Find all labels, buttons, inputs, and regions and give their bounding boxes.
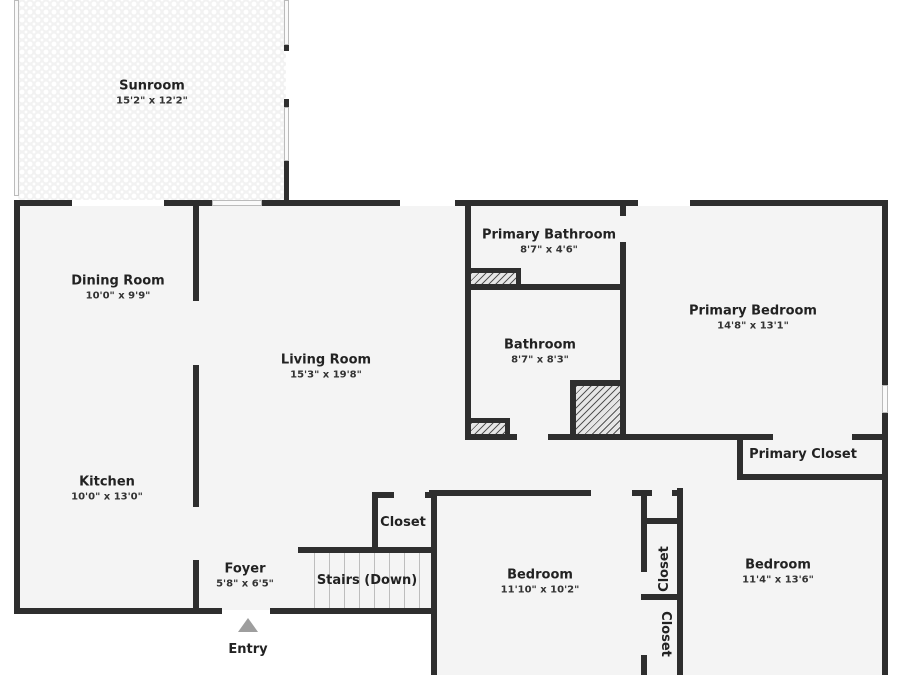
room-label-stairs: Stairs (Down) (316, 573, 418, 588)
wall (425, 492, 435, 498)
window (882, 385, 888, 413)
wall (455, 200, 638, 206)
wall (620, 206, 626, 216)
wall (641, 655, 647, 675)
wall (672, 490, 683, 496)
wall (570, 380, 626, 386)
sunroom-right-window (284, 107, 289, 161)
wall (284, 99, 289, 107)
wall (193, 206, 199, 301)
wall (14, 200, 72, 206)
bedrooms-floor (434, 494, 882, 675)
room-label-primary-closet: Primary Closet (749, 447, 857, 462)
wall (372, 492, 394, 498)
wall (262, 200, 400, 206)
wall (193, 365, 199, 507)
vanity-hatch (471, 273, 516, 284)
wall (298, 547, 435, 553)
sunroom-floor (18, 0, 286, 200)
wall (465, 200, 471, 440)
wall (677, 488, 683, 675)
wall (852, 434, 888, 440)
wall (270, 608, 436, 614)
wall (193, 560, 199, 610)
wall (505, 418, 510, 436)
wall (548, 434, 692, 440)
wall (737, 434, 743, 480)
vanity-hatch (471, 423, 505, 434)
wall (690, 200, 888, 206)
wall (570, 380, 576, 438)
wall (641, 490, 647, 572)
wall (641, 518, 683, 524)
wall (737, 474, 888, 480)
wall (14, 200, 20, 614)
entry-arrow-icon (238, 618, 258, 632)
wall (673, 434, 773, 440)
wall (164, 200, 212, 206)
entry-label: Entry (228, 642, 268, 657)
sunroom-right-window (284, 0, 289, 45)
wall (465, 284, 626, 290)
wall (465, 268, 521, 273)
window (212, 200, 262, 206)
wall (431, 490, 437, 675)
wall (372, 492, 378, 550)
sunroom-left-window (14, 0, 19, 196)
wall (641, 594, 683, 600)
wall (14, 608, 222, 614)
wall (284, 45, 289, 51)
wall (882, 200, 888, 385)
wall (465, 434, 517, 440)
wall (429, 490, 591, 496)
room-label-closet-2: Closet (657, 546, 672, 592)
wall (516, 268, 521, 288)
room-label-closet: Closet (380, 515, 426, 530)
stairs (300, 553, 431, 608)
wall (882, 413, 888, 675)
shower-hatch (576, 386, 620, 434)
wall (465, 418, 509, 423)
wall (620, 242, 626, 440)
room-label-closet-3: Closet (658, 611, 673, 657)
wall (284, 161, 289, 201)
